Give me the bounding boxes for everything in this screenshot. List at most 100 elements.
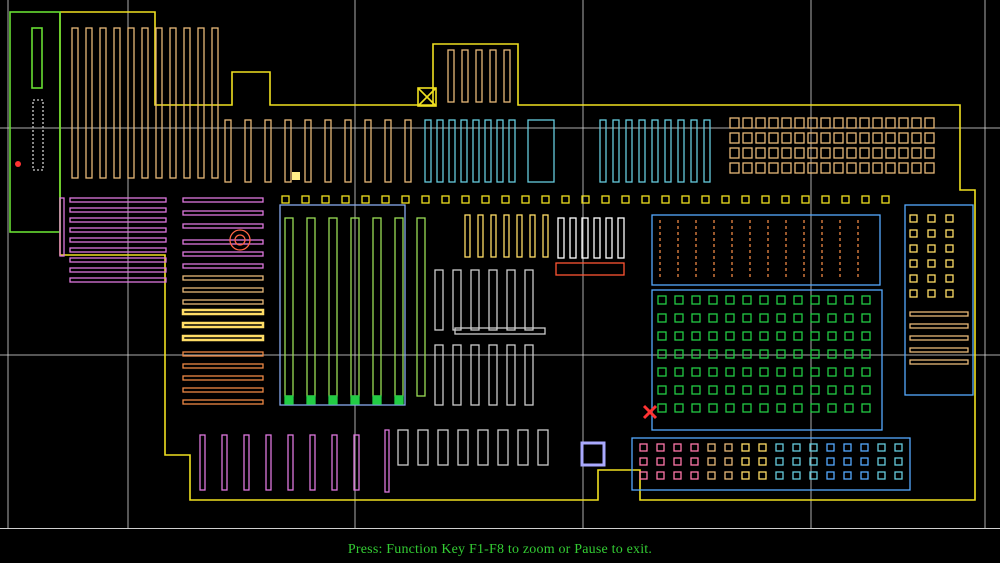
checkout-lane [284,395,294,405]
dairy-case [472,119,480,183]
exit-marker [642,404,658,420]
display-fixture [229,229,251,251]
bakery-display [924,117,935,129]
end-cap [681,195,690,204]
garden-display [861,313,871,323]
bakery-display [781,132,792,144]
bakery-display [781,117,792,129]
garden-display [759,331,769,341]
freezer-door [605,217,613,259]
back-room-rack [503,49,511,103]
garden-display [759,349,769,359]
checkout-counter [437,429,449,466]
end-cap [641,195,650,204]
dairy-case [651,119,659,183]
bakery-display [729,132,740,144]
kiosk [292,172,300,180]
checkout-counter [397,429,409,466]
garden-display [810,349,820,359]
garden-display [708,367,718,377]
annex-stair [31,27,43,89]
health-aisle [309,434,316,491]
produce-aisle [364,119,372,183]
wine-rack [490,214,497,258]
seasonal-display [894,471,903,480]
seasonal-display [826,457,835,466]
bakery-display [729,147,740,159]
toy-display [927,244,936,253]
checkout-counter [537,429,549,466]
bakery-display [807,162,818,174]
garden-display [827,403,837,413]
toy-display [909,229,918,238]
health-wall [59,197,65,257]
bakery-display [924,147,935,159]
garden-display [844,385,854,395]
seasonal-display [673,457,682,466]
seasonal-display [877,457,886,466]
seasonal-display [707,471,716,480]
bakery-display [924,162,935,174]
end-cap [321,195,330,204]
produce-aisle [113,27,121,179]
garden-display [759,313,769,323]
bakery-display [911,147,922,159]
seasonal-shelf [182,375,264,381]
bakery-display [898,117,909,129]
garden-display [793,295,803,305]
grocery-aisle [306,217,316,397]
garden-display [657,313,667,323]
end-cap [281,195,290,204]
toy-display [909,214,918,223]
garden-display [861,367,871,377]
toy-display [909,289,918,298]
garden-display [844,403,854,413]
freezer-door [557,217,565,259]
health-aisle [221,434,228,491]
dairy-case [690,119,698,183]
bakery-shelf [181,334,265,342]
garden-display [708,313,718,323]
bakery-display [911,132,922,144]
display-fixture [234,234,246,246]
garden-display [759,367,769,377]
electronics-section [651,214,881,286]
garden-display [810,403,820,413]
seasonal-display [792,471,801,480]
bakery-display [859,147,870,159]
health-aisle [265,434,272,491]
garden-display [827,385,837,395]
end-cap [381,195,390,204]
garden-display [827,349,837,359]
bakery-display [885,162,896,174]
seasonal-display [724,443,733,452]
garden-display [691,367,701,377]
seasonal-shelf [182,387,264,393]
toy-shelf [909,347,969,353]
produce-aisle [85,27,93,179]
garden-display [725,385,735,395]
store-floorplan[interactable] [0,0,1000,528]
annex-rack [32,99,44,171]
seasonal-shelf [182,399,264,405]
end-cap [761,195,770,204]
seasonal-display [792,443,801,452]
dairy-case [703,119,711,183]
garden-display [793,367,803,377]
end-cap [661,195,670,204]
produce-aisle [71,27,79,179]
garden-display [742,367,752,377]
garden-display [657,403,667,413]
bakery-display [859,162,870,174]
pharmacy-shelf [182,287,264,293]
dairy-case [625,119,633,183]
produce-aisle [404,119,412,183]
garden-display [657,295,667,305]
checkout-counter [477,429,489,466]
bakery-display [794,162,805,174]
bakery-display [885,117,896,129]
health-aisle [331,434,338,491]
seasonal-display [741,457,750,466]
garden-display [742,403,752,413]
